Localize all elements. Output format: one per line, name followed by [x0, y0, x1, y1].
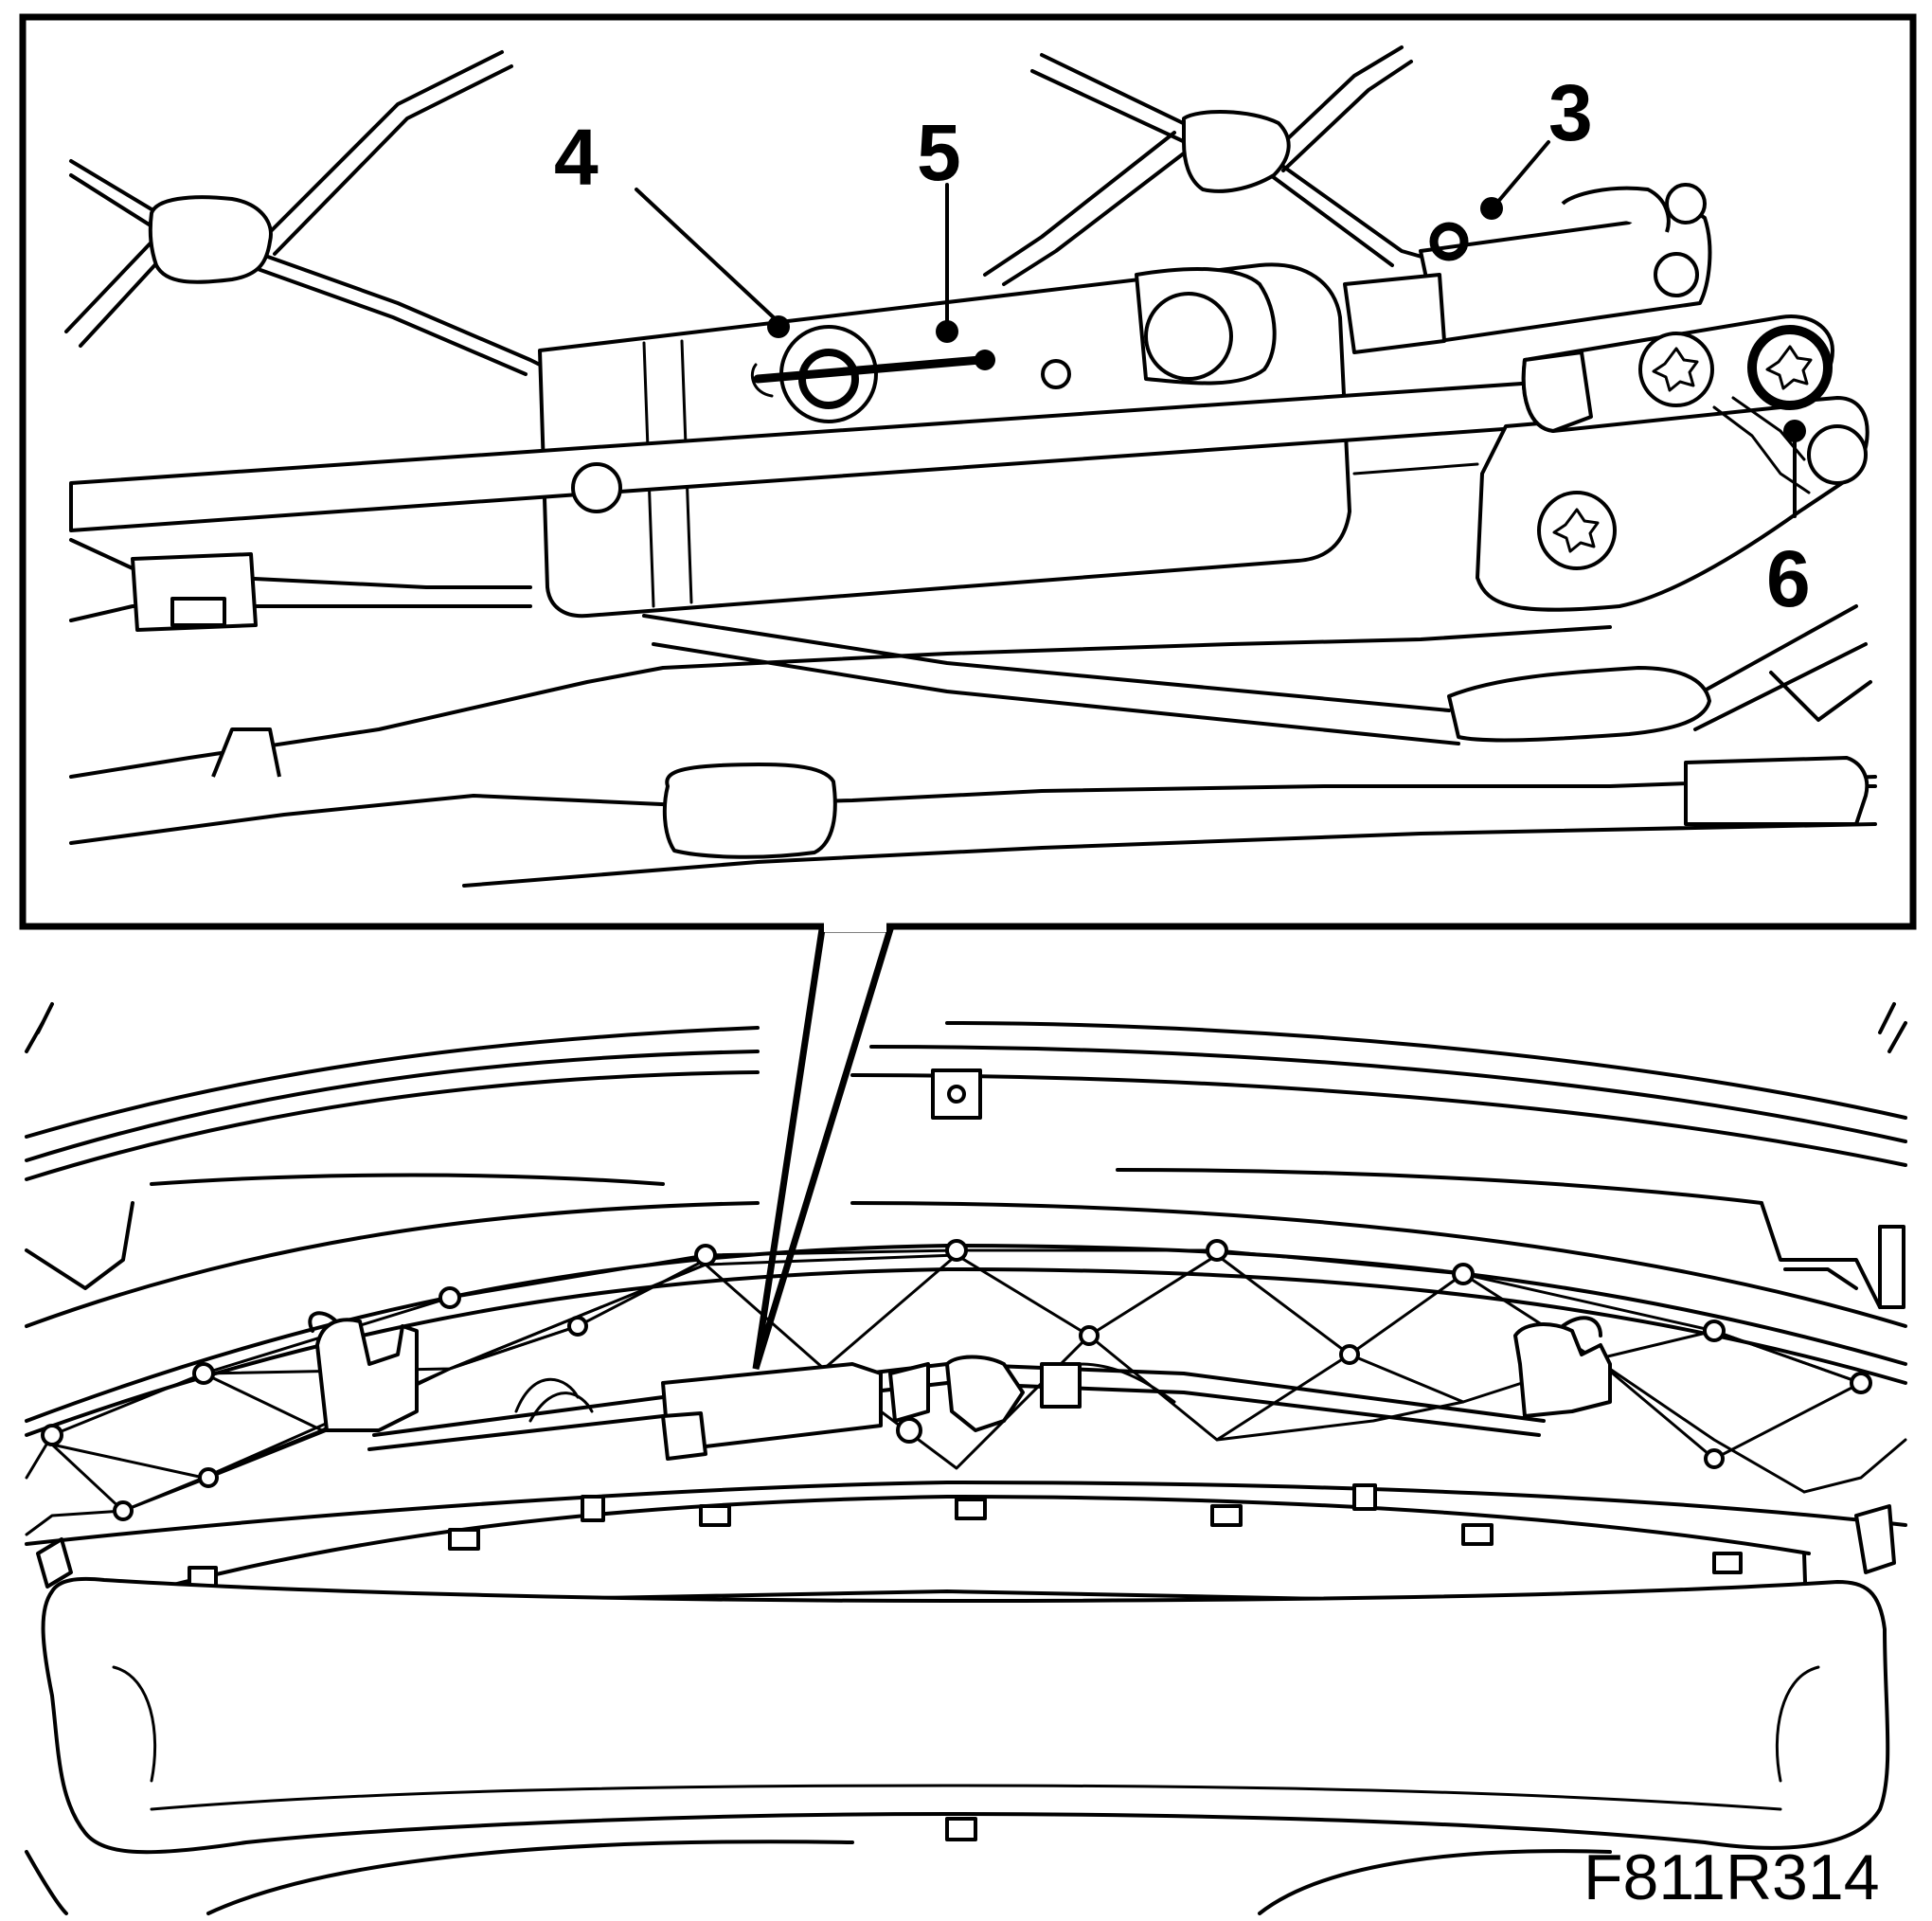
overview-mechanism: [308, 1311, 1612, 1461]
figure-code: F811R314: [1583, 1841, 1880, 1913]
motor-boss: [1144, 292, 1233, 381]
actuator-assembly: [69, 183, 1869, 619]
detail-inset: 4 5 3 6: [19, 13, 1917, 930]
hinge-bracket-right: [1513, 1322, 1612, 1418]
torx-screw-c: [1537, 491, 1617, 570]
callout-leaders: [635, 140, 1806, 518]
cord-knot-left: [148, 195, 273, 284]
hook-ring: [1429, 222, 1469, 261]
drive-cap: [1561, 186, 1671, 233]
hinge-bracket-left: [315, 1318, 419, 1432]
soft-cover-bag: [41, 1576, 1890, 1855]
small-port: [1041, 359, 1071, 389]
callout-label-5: 5: [917, 108, 961, 197]
cable-clip-top: [211, 727, 281, 778]
net-hook-eyelets: [41, 1239, 1872, 1521]
lever-tip: [1521, 350, 1593, 433]
cable-sleeve-right: [1447, 666, 1711, 743]
cord-knot-right: [1182, 110, 1291, 193]
callout-label-3: 3: [1548, 68, 1593, 157]
mount-hole-left: [571, 462, 622, 513]
connector-latch: [170, 597, 226, 627]
drive-knob: [1665, 183, 1707, 224]
callout-label-6: 6: [1766, 534, 1811, 623]
torx-screw-b: [1747, 325, 1833, 410]
pivot-ring-inner: [798, 349, 859, 409]
roof-frame-arches: [25, 1021, 1907, 1437]
rail-clip-right: [1684, 756, 1869, 826]
rail-clip-center: [662, 763, 837, 859]
zoom-pointer: [752, 925, 895, 1371]
overview-gear-block: [945, 1355, 1025, 1432]
drive-hole: [1654, 252, 1699, 297]
torx-screw-d: [1807, 424, 1868, 485]
locking-pin: [753, 355, 985, 384]
coupling-sleeve: [1343, 273, 1446, 354]
overview-view: [25, 1002, 1907, 1915]
callout-label-4: 4: [554, 113, 599, 202]
pin-head: [975, 350, 995, 370]
torx-screw-a: [1638, 332, 1714, 407]
